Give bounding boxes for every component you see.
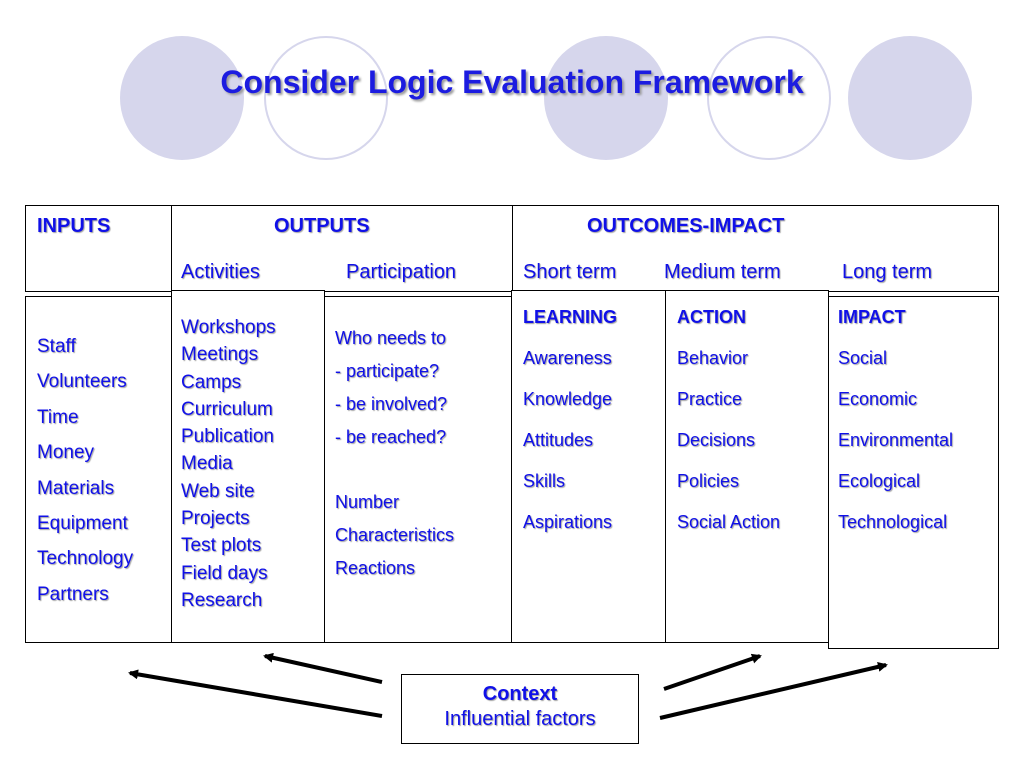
list-item: - be reached?	[335, 427, 447, 447]
list-item: Equipment	[37, 513, 128, 535]
list-item: Reactions	[335, 558, 416, 578]
arrow-to-medium-term	[663, 653, 762, 691]
participation-question-list: Who needs to - participate? - be involve…	[335, 322, 447, 454]
list-item: Volunteers	[37, 371, 127, 393]
arrow-to-inputs	[128, 669, 383, 718]
action-list: ACTION Behavior Practice Decisions Polic…	[677, 297, 780, 543]
list-item: Characteristics	[335, 525, 455, 545]
learning-heading: LEARNING	[523, 307, 617, 327]
activities-list: Workshops Meetings Camps Curriculum Publ…	[181, 314, 276, 614]
header-divider-inputs	[171, 205, 172, 292]
participation-subheader: Participation	[346, 261, 457, 283]
decorative-circle-1	[120, 36, 244, 160]
list-item: Technology	[37, 548, 134, 570]
list-item: Skills	[523, 471, 566, 491]
list-item: Technological	[838, 512, 948, 532]
list-item: Staff	[37, 336, 76, 357]
decorative-circle-5	[848, 36, 972, 160]
list-item: Social Action	[677, 512, 781, 532]
list-item: Research	[181, 589, 263, 611]
decorative-circle-3	[544, 36, 668, 160]
list-item: Environmental	[838, 430, 954, 450]
medium-term-subheader: Medium term	[664, 261, 781, 283]
activities-subheader: Activities	[181, 261, 260, 283]
decorative-circle-4	[707, 36, 831, 160]
list-item: Camps	[181, 371, 242, 393]
page-title: Consider Logic Evaluation Framework	[220, 64, 804, 100]
list-item: Knowledge	[523, 389, 613, 409]
learning-list: LEARNING Awareness Knowledge Attitudes S…	[523, 297, 617, 543]
arrow-to-activities	[263, 652, 383, 684]
list-item: Ecological	[838, 471, 921, 491]
list-item: Number	[335, 492, 400, 512]
inputs-column	[25, 296, 172, 643]
short-term-subheader: Short term	[523, 261, 617, 283]
action-heading: ACTION	[677, 307, 746, 327]
long-term-subheader: Long term	[842, 261, 933, 283]
inputs-list: Staff Volunteers Time Money Materials Eq…	[37, 329, 133, 612]
context-box: Context Influential factors	[401, 674, 639, 744]
list-item: Projects	[181, 508, 250, 530]
arrow-to-long-term	[659, 661, 888, 720]
list-item: Who needs to	[335, 328, 447, 348]
list-item: Awareness	[523, 348, 612, 368]
list-item: Field days	[181, 562, 268, 584]
header-divider-outputs	[512, 205, 513, 292]
list-item: Test plots	[181, 535, 262, 557]
outcomes-header: OUTCOMES-IMPACT	[587, 215, 785, 237]
context-title: Context	[482, 683, 558, 705]
long-term-column	[828, 296, 999, 649]
medium-term-column	[665, 290, 829, 643]
list-item: Meetings	[181, 344, 259, 366]
short-term-column	[511, 290, 666, 643]
list-item: Policies	[677, 471, 740, 491]
list-item: Media	[181, 453, 233, 475]
participation-measures-list: Number Characteristics Reactions	[335, 486, 454, 585]
list-item: Workshops	[181, 317, 276, 338]
decorative-circle-2	[264, 36, 388, 160]
list-item: Economic	[838, 389, 918, 409]
list-item: - participate?	[335, 361, 440, 381]
context-subtitle: Influential factors	[444, 708, 596, 730]
list-item: Money	[37, 442, 95, 464]
participation-column	[324, 296, 512, 643]
list-item: - be involved?	[335, 394, 448, 414]
list-item: Time	[37, 406, 79, 428]
impact-heading: IMPACT	[838, 307, 906, 327]
impact-list: IMPACT Social Economic Environmental Eco…	[838, 297, 953, 543]
inputs-header: INPUTS	[37, 215, 111, 237]
list-item: Curriculum	[181, 398, 273, 420]
list-item: Publication	[181, 426, 274, 448]
list-item: Partners	[37, 583, 109, 605]
list-item: Behavior	[677, 348, 749, 368]
list-item: Practice	[677, 389, 743, 409]
outputs-header: OUTPUTS	[274, 215, 370, 237]
list-item: Materials	[37, 477, 115, 499]
list-item: Web site	[181, 480, 255, 502]
list-item: Decisions	[677, 430, 756, 450]
list-item: Social	[838, 348, 888, 368]
list-item: Attitudes	[523, 430, 594, 450]
list-item: Aspirations	[523, 512, 613, 532]
